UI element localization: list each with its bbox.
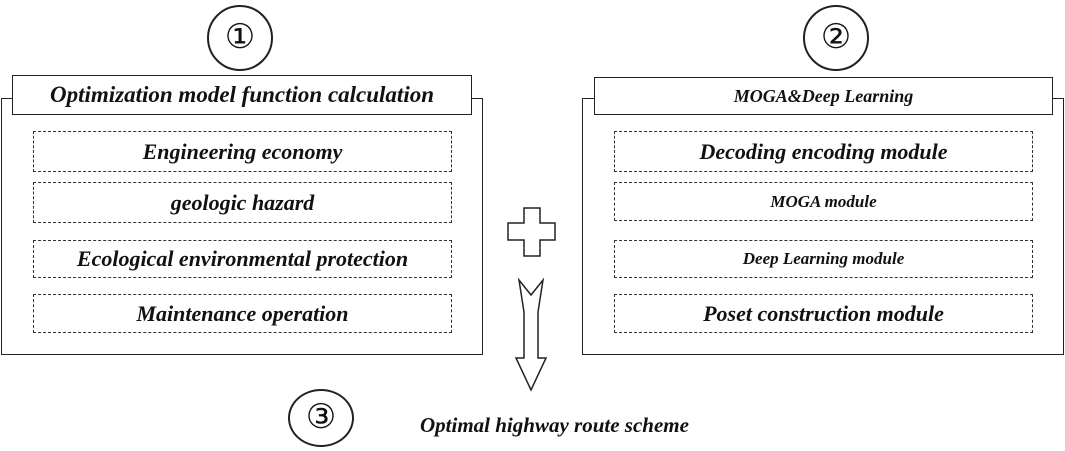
step-marker-2-label: ②	[820, 19, 852, 56]
step-marker-1: ①	[207, 5, 273, 71]
right-item-decoding-encoding: Decoding encoding module	[614, 131, 1033, 172]
step-marker-2: ②	[803, 5, 869, 71]
down-arrow-icon	[514, 277, 548, 392]
right-panel-title: MOGA&Deep Learning	[594, 77, 1053, 115]
left-item-ecological-protection: Ecological environmental protection	[33, 240, 452, 278]
plus-icon	[507, 207, 556, 257]
left-item-engineering-economy: Engineering economy	[33, 131, 452, 172]
right-item-deep-learning-module: Deep Learning module	[614, 240, 1033, 278]
left-item-maintenance-operation: Maintenance operation	[33, 294, 452, 333]
step-marker-3: ③	[288, 389, 354, 447]
result-label: Optimal highway route scheme	[420, 413, 689, 437]
right-item-moga-module: MOGA module	[614, 182, 1033, 221]
right-item-poset-construction: Poset construction module	[614, 294, 1033, 333]
step-marker-3-label: ③	[305, 399, 337, 436]
left-item-geologic-hazard: geologic hazard	[33, 182, 452, 223]
step-marker-1-label: ①	[224, 19, 256, 56]
left-panel-title: Optimization model function calculation	[12, 75, 472, 115]
